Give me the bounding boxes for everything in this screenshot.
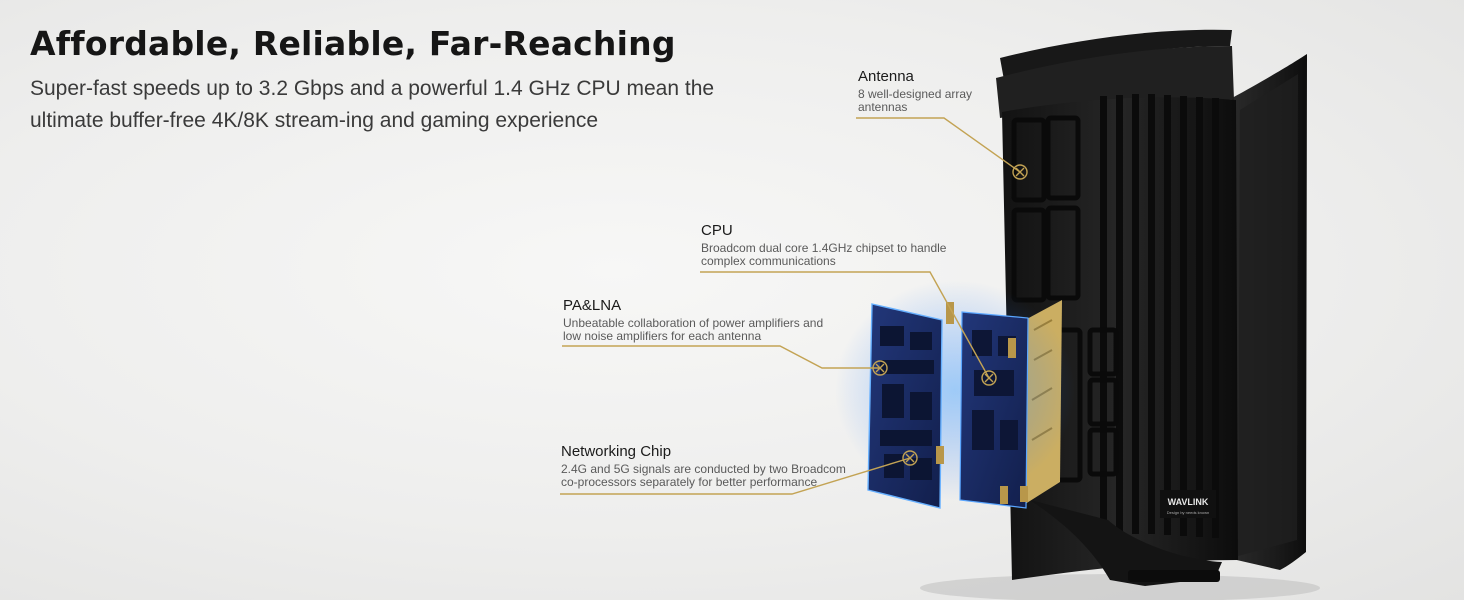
headline: Affordable, Reliable, Far-Reaching bbox=[30, 24, 676, 63]
pa-lna-target bbox=[872, 360, 888, 376]
callout-networking-chip-desc: 2.4G and 5G signals are conducted by two… bbox=[561, 462, 846, 489]
callout-pa-lna-desc: Unbeatable collaboration of power amplif… bbox=[563, 316, 824, 343]
stand-foot bbox=[1128, 570, 1220, 582]
brand-plate bbox=[1160, 490, 1216, 518]
rear-panel-inner bbox=[1238, 74, 1298, 556]
callout-antenna-desc: 8 well-designed array antennas bbox=[858, 87, 973, 114]
callout-antenna-title: Antenna bbox=[858, 68, 914, 85]
top-cap-edge bbox=[996, 46, 1234, 118]
callout-pa-lna: PA&LNA Unbeatable collaboration of power… bbox=[563, 297, 823, 343]
callout-pa-lna-title: PA&LNA bbox=[563, 297, 622, 314]
subtitle: Super-fast speeds up to 3.2 Gbps and a p… bbox=[30, 77, 715, 132]
callout-leader-lines bbox=[560, 117, 1021, 495]
callout-networking-chip: Networking Chip 2.4G and 5G signals are … bbox=[561, 443, 846, 489]
callout-networking-chip-title: Networking Chip bbox=[561, 443, 672, 460]
callout-cpu-desc: Broadcom dual core 1.4GHz chipset to han… bbox=[701, 241, 947, 268]
callout-target-markers bbox=[872, 164, 1028, 466]
antenna-connectors bbox=[936, 302, 1028, 504]
router-stand bbox=[1030, 500, 1222, 586]
networking-chip-target bbox=[902, 450, 918, 466]
callout-antenna: Antenna 8 well-designed array antennas bbox=[858, 68, 972, 114]
callout-cpu: CPU Broadcom dual core 1.4GHz chipset to… bbox=[701, 222, 946, 268]
brand-logo: WAVLINK bbox=[1168, 497, 1209, 507]
cooling-fins bbox=[1100, 94, 1219, 538]
floor-shadow bbox=[920, 574, 1320, 600]
callout-cpu-title: CPU bbox=[701, 222, 733, 239]
antenna-target bbox=[1012, 164, 1028, 180]
radio-board-components bbox=[880, 326, 934, 480]
brand-tagline: Design by needs known bbox=[1167, 510, 1209, 515]
cpu-target bbox=[981, 370, 997, 386]
